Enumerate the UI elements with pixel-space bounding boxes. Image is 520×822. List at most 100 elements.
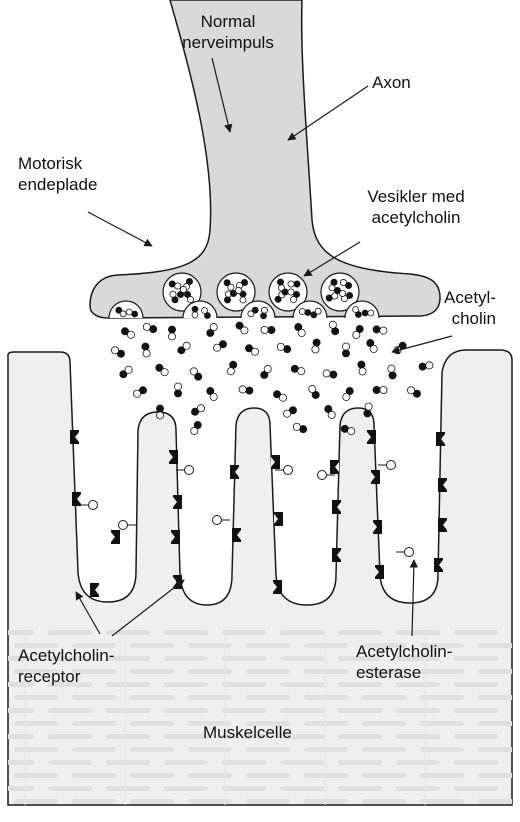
fiber-stripe (478, 721, 520, 726)
acetylcholin-esterase (119, 521, 137, 530)
fiber-stripe (396, 760, 440, 765)
molecule-light-part (191, 427, 198, 434)
label-axon: Axon (372, 72, 411, 93)
acetylcholin-molecule (343, 387, 354, 400)
fiber-stripe (130, 799, 174, 804)
fiber-stripe (246, 669, 290, 674)
molecule-light-part (426, 362, 433, 369)
fiber-stripe (106, 630, 150, 635)
acetylcholin-molecule (245, 345, 258, 356)
molecule-light-part (290, 296, 296, 302)
molecule-dark-part (268, 326, 275, 333)
fiber-stripe (304, 747, 348, 752)
acetylcholin-molecule (239, 386, 253, 394)
fiber-stripe (454, 760, 498, 765)
molecule-light-part (309, 385, 316, 392)
acetylcholin-esterase (213, 516, 231, 525)
fiber-stripe (512, 656, 520, 661)
molecule-light-part (175, 283, 181, 289)
fiber-stripe (164, 786, 208, 791)
molecule-light-part (328, 411, 335, 418)
fiber-stripe (280, 760, 324, 765)
acetylcholin-molecule (120, 366, 132, 378)
molecule-light-part (251, 348, 258, 355)
fiber-stripe (512, 760, 520, 765)
acetylcholin-molecule (236, 322, 248, 334)
fiber-stripe (454, 630, 498, 635)
molecule-dark-part (358, 361, 365, 368)
esterase-head (119, 521, 128, 530)
molecule-light-part (202, 308, 208, 314)
fiber-stripe (362, 721, 406, 726)
molecule-light-part (190, 368, 197, 375)
molecule-light-part (279, 394, 286, 401)
fiber-stripe (304, 695, 348, 700)
molecule-light-part (127, 331, 134, 338)
acetylcholin-molecule (373, 326, 387, 334)
acetylcholin-esterase (176, 466, 194, 475)
molecule-light-part (339, 290, 345, 296)
fiber-stripe (454, 682, 498, 687)
molecule-light-part (180, 286, 186, 292)
acetylcholin-molecule (174, 383, 181, 397)
acetylcholin-molecule (291, 365, 305, 375)
molecule-light-part (277, 343, 284, 350)
acetylcholin-molecule (312, 339, 320, 353)
molecule-light-part (407, 387, 414, 394)
molecule-light-part (348, 428, 355, 435)
fiber-stripe (478, 695, 520, 700)
fiber-stripe (130, 773, 174, 778)
fiber-stripe (338, 760, 382, 765)
acetylcholin-molecule (419, 362, 433, 370)
molecule-dark-part (282, 289, 288, 295)
molecule-light-part (343, 393, 350, 400)
label-endplate-line1: Motorisk (18, 153, 97, 174)
molecule-light-part (342, 343, 349, 350)
fiber-stripe (14, 799, 58, 804)
fiber-stripe (512, 786, 520, 791)
molecule-dark-part (419, 363, 426, 370)
fiber-stripe (420, 747, 464, 752)
label-esterase-line1: Acetylcholin- (356, 641, 452, 662)
label-receptor-line1: Acetylcholin- (18, 645, 114, 666)
acetylcholin-esterase (80, 501, 98, 510)
fiber-stripe (478, 773, 520, 778)
molecule-light-part (359, 368, 366, 375)
esterase-head (284, 466, 293, 475)
label-muscle-text: Muskelcelle (203, 722, 292, 743)
molecule-light-part (213, 344, 220, 351)
fiber-stripe (164, 708, 208, 713)
molecule-light-part (298, 368, 305, 375)
fiber-stripe (280, 786, 324, 791)
molecule-light-part (210, 393, 217, 400)
fiber-stripe (304, 773, 348, 778)
fiber-stripe (222, 786, 266, 791)
molecule-light-part (264, 365, 271, 372)
fiber-stripe (280, 682, 324, 687)
acetylcholin-molecule (358, 361, 366, 375)
molecule-light-part (133, 390, 140, 397)
label-impulse-line1: Normal (158, 11, 298, 32)
esterase-head (405, 548, 414, 557)
acetylcholin-molecule (111, 347, 124, 358)
fiber-stripe (164, 630, 208, 635)
fiber-stripe (0, 786, 34, 791)
molecule-light-part (174, 383, 181, 390)
esterase-head (185, 466, 194, 475)
fiber-stripe (338, 708, 382, 713)
fiber-stripe (106, 786, 150, 791)
label-vesicles-line2: acetylcholin (340, 207, 492, 228)
molecule-light-part (380, 386, 387, 393)
molecule-light-part (380, 327, 387, 334)
acetylcholin-molecule (293, 423, 307, 433)
molecule-light-part (353, 307, 359, 313)
molecule-dark-part (192, 306, 198, 312)
label-motorisk-endeplade: Motorisk endeplade (18, 153, 97, 195)
molecule-dark-part (389, 372, 396, 379)
molecule-light-part (235, 287, 241, 293)
fiber-stripe (222, 708, 266, 713)
molecule-light-part (143, 350, 150, 357)
molecule-light-part (125, 366, 132, 373)
fiber-stripe (48, 708, 92, 713)
label-axon-text: Axon (372, 72, 411, 93)
